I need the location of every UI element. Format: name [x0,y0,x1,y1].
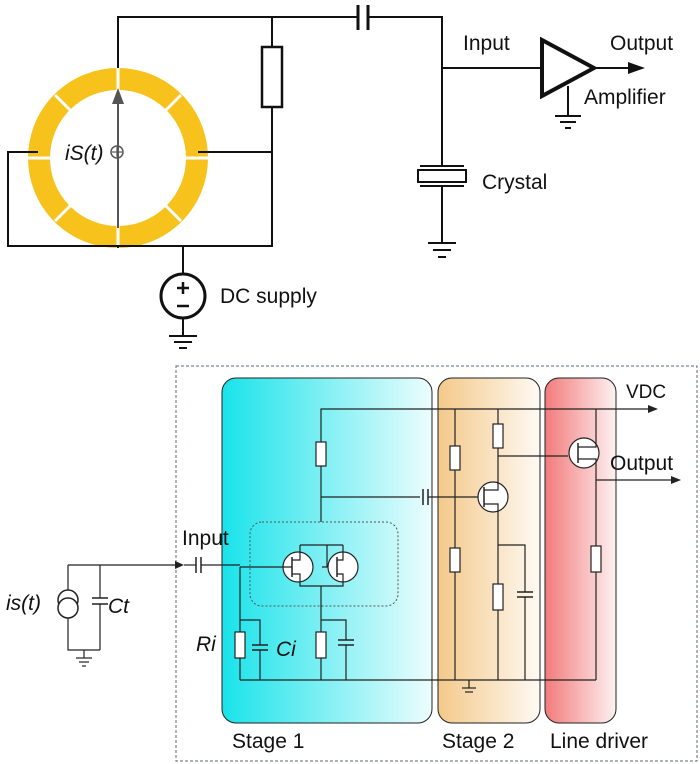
bottom-circuit: Stage 1 Stage 2 Line driver VDC [6,365,698,762]
coupling-capacitor [356,5,370,30]
ground-icon [169,335,197,349]
input-coupling [68,557,240,573]
current-arrow-icon [112,88,124,228]
source-label: iS(t) [65,142,104,165]
stage2-label: Stage 2 [442,730,514,753]
input-label: Input [182,527,229,550]
vdc-rail [320,405,658,442]
ci-label: Ci [276,638,297,661]
resistor [260,45,284,109]
ct-label: Ct [108,595,130,618]
input-label: Input [463,32,510,55]
stage2-block [437,377,541,724]
dc-supply-label: DC supply [220,285,317,308]
dc-supply-icon [159,272,207,320]
amplifier-label: Amplifier [584,86,666,109]
preamp-boundary [175,365,698,762]
output-label: Output [610,452,673,475]
interstage-capacitor [422,489,478,505]
current-source-icon [57,565,108,667]
ground-icon [428,242,456,258]
output-label: Output [610,32,673,55]
ri-label: Ri [196,633,217,656]
line-driver-circuit [568,409,681,680]
source-label: is(t) [6,592,41,615]
ring-sensor [27,67,209,249]
ground-icon [462,680,476,693]
vdc-label: VDC [626,382,666,403]
crystal [417,165,467,187]
line-driver-label: Line driver [550,730,648,753]
crystal-label: Crystal [482,171,547,194]
amplifier-icon [540,36,645,129]
line-driver-block [544,377,617,724]
top-wires [7,16,540,336]
top-circuit: iS(t) [7,5,673,349]
stage1-label: Stage 1 [232,730,304,753]
stage2-circuit [449,409,568,680]
field-dot-icon [110,145,124,159]
stage1-circuit [234,441,420,680]
